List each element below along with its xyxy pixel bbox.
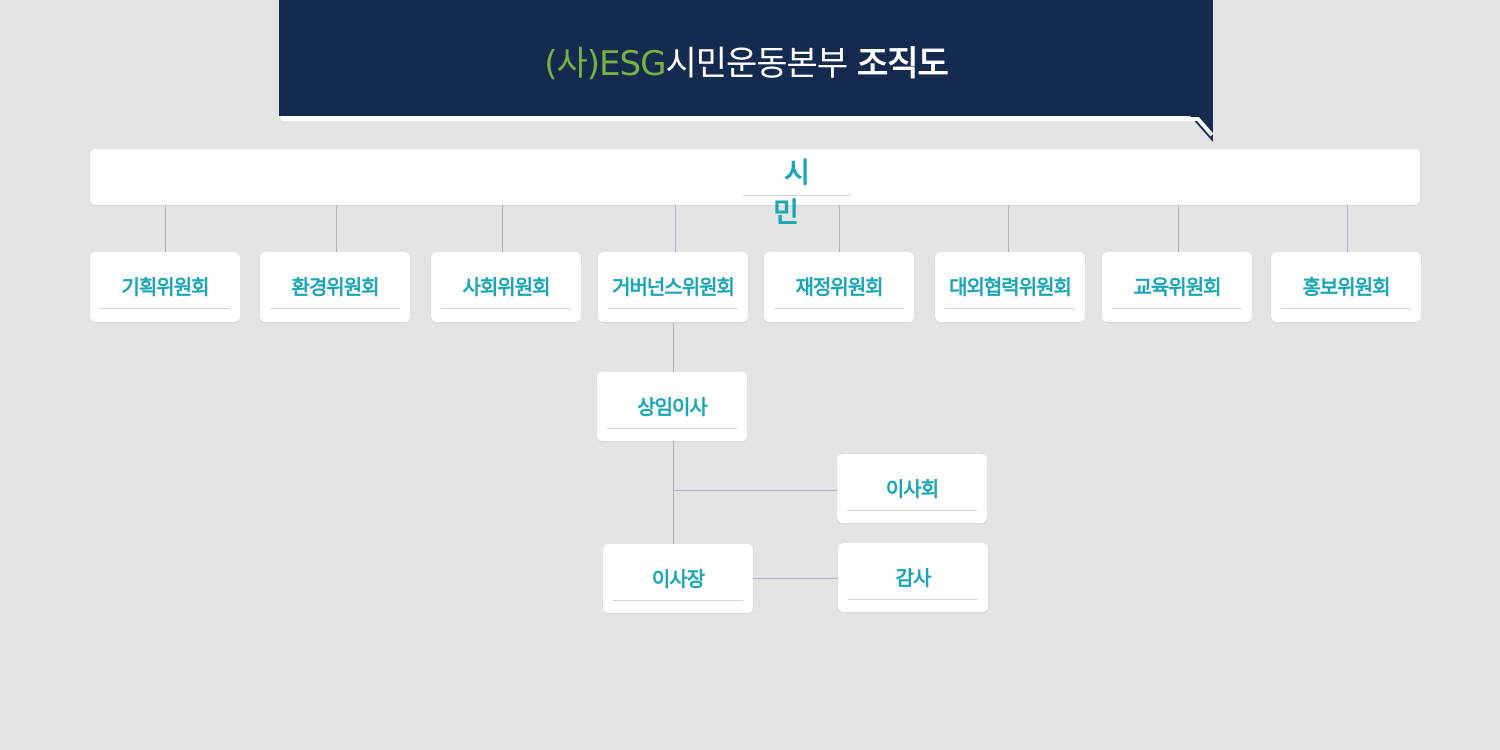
connector-governance-executive [673,322,674,372]
node-label: 이사장 [613,562,743,601]
connector-citizen-committee-5 [839,205,840,252]
node-label: 상임이사 [607,390,737,429]
connector-citizen-committee-1 [165,205,166,252]
node-committee-governance: 거버넌스위원회 [598,252,748,322]
node-citizen-label: 시민 [743,153,851,229]
node-label: 재정위원회 [774,270,904,309]
node-committee-external-relations: 대외협력위원회 [935,252,1085,322]
node-committee-finance: 재정위원회 [764,252,914,322]
node-label: 대외협력위원회 [945,270,1075,309]
connector-chairman-auditor [753,578,838,579]
node-chairman: 이사장 [603,544,753,613]
node-committee-social: 사회위원회 [431,252,581,322]
node-label: 교육위원회 [1112,270,1242,309]
node-board: 이사회 [837,454,987,523]
connector-to-board [673,490,837,491]
node-executive-director: 상임이사 [597,372,747,441]
banner-edge [281,116,1191,121]
node-citizen: 시민 [90,149,1420,229]
node-label: 환경위원회 [270,270,400,309]
title-bold: 조직도 [856,44,949,84]
node-label: 홍보위원회 [1281,270,1411,309]
node-committee-pr: 홍보위원회 [1271,252,1421,322]
connector-citizen-committee-3 [502,205,503,252]
connector-citizen-committee-7 [1178,205,1179,252]
node-committee-environment: 환경위원회 [260,252,410,322]
title-text: 시민운동본부 [665,44,848,84]
connector-citizen-committee-2 [336,205,337,252]
node-label: 이사회 [847,472,977,511]
node-label: 기획위원회 [100,270,230,309]
connector-executive-chairman [673,441,674,544]
header-banner: (사)ESG시민운동본부 조직도 [279,0,1213,116]
node-label: 감사 [848,561,978,600]
node-committee-education: 교육위원회 [1102,252,1252,322]
banner-fold [1190,116,1213,142]
node-label: 거버넌스위원회 [608,270,738,309]
node-label: 사회위원회 [441,270,571,309]
node-auditor: 감사 [838,543,988,612]
connector-citizen-committee-4 [675,205,676,252]
page-title: (사)ESG시민운동본부 조직도 [279,42,1213,86]
org-name: (사)ESG [544,44,666,84]
node-committee-planning: 기획위원회 [90,252,240,322]
connector-citizen-committee-6 [1008,205,1009,252]
connector-citizen-committee-8 [1347,205,1348,252]
